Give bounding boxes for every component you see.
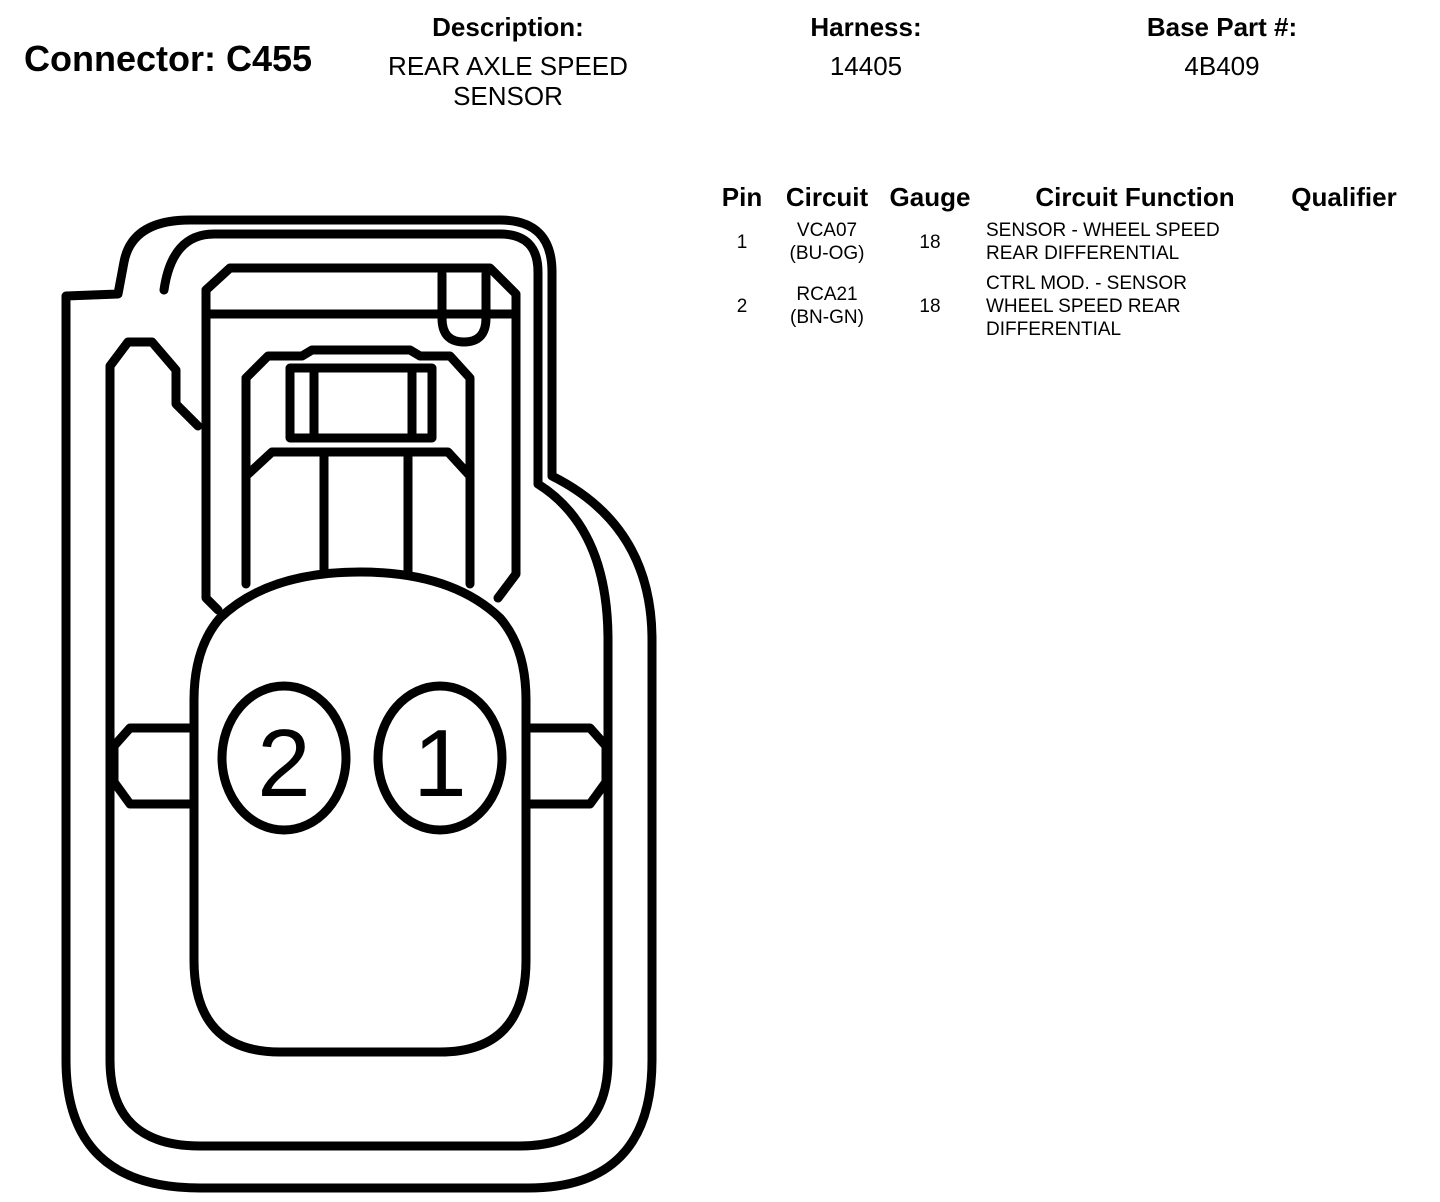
circuit-id: VCA07 <box>796 220 858 241</box>
description-value: REAR AXLE SPEED SENSOR <box>358 51 658 111</box>
housing-inner <box>105 229 613 1151</box>
function-line: REAR DIFFERENTIAL <box>986 243 1180 264</box>
side-key-left <box>109 723 199 809</box>
cell-circuit-function: SENSOR - WHEEL SPEED REAR DIFFERENTIAL <box>982 216 1284 268</box>
pin-insert <box>189 567 531 1057</box>
pin-2-label: 2 <box>257 710 310 817</box>
function-line: DIFFERENTIAL <box>986 318 1122 340</box>
function-line: WHEEL SPEED REAR <box>986 295 1181 317</box>
harness-label: Harness: <box>810 12 922 42</box>
latch-tab <box>437 269 491 347</box>
base-part-label: Base Part #: <box>1146 12 1298 42</box>
cell-gauge: 18 <box>919 295 941 317</box>
description-line: SENSOR <box>453 81 563 111</box>
lock-nub-outer <box>241 345 475 589</box>
side-key-right <box>521 723 611 809</box>
col-header-circuit-function: Circuit Function <box>1035 181 1235 212</box>
latch-frame <box>201 263 521 603</box>
lock-nub-ramp <box>241 447 475 481</box>
col-header-pin: Pin <box>721 181 763 212</box>
cell-circuit: RCA21 (BN-GN) <box>776 268 878 344</box>
col-header-gauge: Gauge <box>889 181 971 212</box>
cell-qualifier <box>1284 268 1404 344</box>
function-line: SENSOR - WHEEL SPEED <box>986 220 1220 241</box>
col-header-qualifier: Qualifier <box>1291 181 1397 212</box>
circuit-id: RCA21 <box>796 284 858 305</box>
latch-frame-left <box>201 285 223 615</box>
pin-1-label: 1 <box>413 710 466 817</box>
cell-pin: 2 <box>736 295 748 317</box>
circuit-color: (BN-GN) <box>790 307 864 328</box>
housing-outer <box>61 215 657 1193</box>
circuit-color: (BU-OG) <box>789 243 865 264</box>
cell-pin: 1 <box>736 231 748 253</box>
pin-table: Pin Circuit Gauge Circuit Function Quali… <box>708 178 1404 344</box>
description-label: Description: <box>432 12 584 42</box>
table-row: 2 RCA21 (BN-GN) 18 CTRL MOD. - SENSOR WH… <box>708 268 1404 344</box>
table-row: 1 VCA07 (BU-OG) 18 SENSOR - WHEEL SPEED … <box>708 216 1404 268</box>
function-line: CTRL MOD. - SENSOR <box>986 272 1187 294</box>
pin-table-header: Pin Circuit Gauge Circuit Function Quali… <box>708 178 1404 216</box>
base-part-value: 4B409 <box>1184 51 1260 81</box>
description-line: REAR AXLE SPEED <box>388 51 628 81</box>
harness-column: Harness: 14405 <box>766 12 966 81</box>
pin-1-circle <box>373 681 507 835</box>
cell-circuit-function: CTRL MOD. - SENSOR WHEEL SPEED REAR DIFF… <box>982 268 1284 344</box>
cell-qualifier <box>1284 216 1404 268</box>
lock-nub-inner <box>285 363 437 443</box>
harness-value: 14405 <box>829 51 903 81</box>
pin-2-circle <box>217 681 351 835</box>
col-header-circuit: Circuit <box>785 181 869 212</box>
connector-title: Connector: C455 <box>24 38 313 79</box>
cell-gauge: 18 <box>919 231 941 253</box>
description-column: Description: REAR AXLE SPEED SENSOR <box>358 12 658 111</box>
base-part-column: Base Part #: 4B409 <box>1112 12 1332 81</box>
cell-circuit: VCA07 (BU-OG) <box>776 216 878 268</box>
